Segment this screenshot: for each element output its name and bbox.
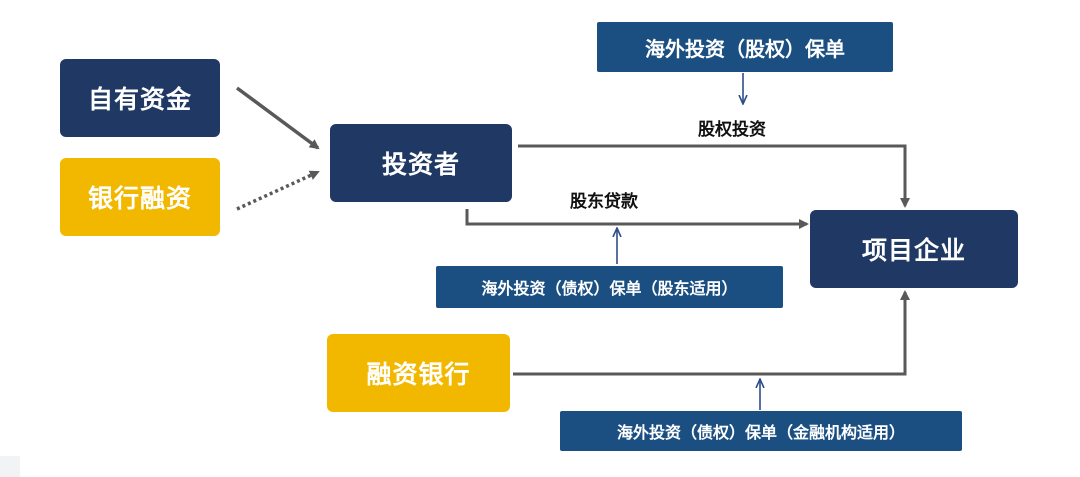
bank-financing-label: 银行融资 — [87, 184, 192, 213]
investor-label: 投资者 — [381, 150, 460, 179]
debt-policy-shareholder-badge: 海外投资（债权）保单（股东适用） — [436, 266, 783, 308]
financing-bank-label: 融资银行 — [366, 360, 471, 389]
debt-policy-shareholder-label: 海外投资（债权）保单（股东适用） — [481, 279, 738, 298]
equity-investment-label: 股权投资 — [698, 120, 766, 140]
bank-loan-arrow — [513, 290, 910, 376]
bank-financing-arrow — [236, 170, 320, 211]
corner-decoration — [0, 456, 20, 477]
debt-policy-financial-badge: 海外投资（债权）保单（金融机构适用） — [560, 411, 962, 451]
equity-policy-badge: 海外投资（股权）保单 — [597, 22, 893, 72]
project-company-box: 项目企业 — [810, 210, 1018, 288]
bank-financing-box: 银行融资 — [60, 158, 220, 236]
investor-box: 投资者 — [330, 124, 512, 202]
equity-investment-arrow — [518, 144, 910, 208]
shareholder-loan-label: 股东贷款 — [570, 192, 638, 212]
own-funds-box: 自有资金 — [60, 59, 220, 137]
project-company-label: 项目企业 — [861, 236, 966, 265]
own-funds-arrow — [235, 86, 320, 150]
financing-bank-box: 融资银行 — [327, 334, 510, 412]
debt-policy-financial-label: 海外投资（债权）保单（金融机构适用） — [616, 423, 905, 442]
shareholder-loan-arrow — [465, 209, 809, 229]
equity-policy-label: 海外投资（股权）保单 — [645, 36, 845, 61]
own-funds-label: 自有资金 — [87, 85, 192, 114]
